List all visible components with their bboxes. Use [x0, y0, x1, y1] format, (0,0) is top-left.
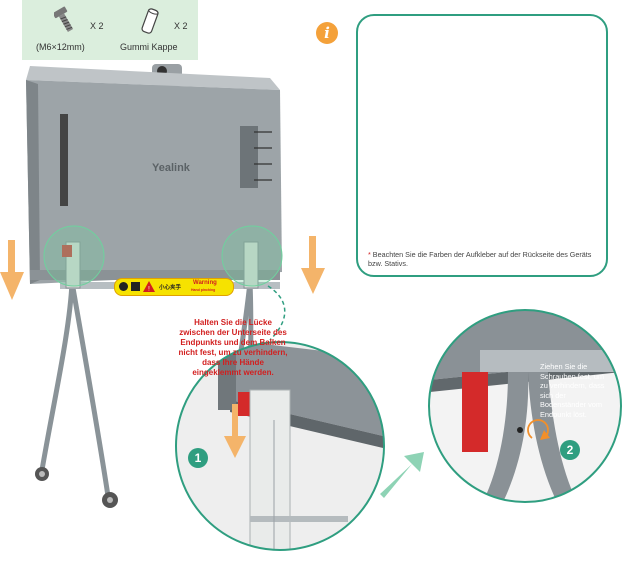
warning-sticker: ! 小心夹手 Warning Hand pinching	[114, 278, 234, 296]
warning-en: Warning	[193, 280, 217, 286]
highlight-right	[221, 225, 283, 287]
step-1-badge: 1	[188, 448, 208, 468]
screw-qty: X 2	[90, 21, 104, 31]
screw-label: (M6×12mm)	[36, 42, 85, 52]
info-panel	[356, 14, 608, 277]
tighten-arrow	[527, 419, 549, 439]
stand-post-right	[243, 241, 259, 289]
warning-triangle-icon: !	[143, 281, 155, 292]
diagonal-arrow	[380, 452, 424, 498]
warning-cn: 小心夹手	[159, 285, 182, 291]
caution-text: Halten Sie die Lücke zwischen der Unters…	[178, 318, 288, 377]
screw-icon	[54, 6, 74, 33]
sticker-square-icon	[131, 282, 140, 291]
step-2-instruction: Ziehen Sie die Schrauben fest, um zu ver…	[540, 362, 605, 419]
step-2-badge: 2	[560, 440, 580, 460]
info-icon: i	[316, 22, 338, 44]
note-star: *	[368, 250, 371, 259]
info-note: * Beachten Sie die Farben der Aufkleber …	[368, 250, 596, 268]
note-text: Beachten Sie die Farben der Aufkleber au…	[368, 250, 592, 268]
zoom-view-2	[429, 310, 621, 502]
zoom-leader	[267, 285, 286, 341]
highlight-left	[43, 225, 105, 287]
warning-en-sub: Hand pinching	[191, 288, 216, 292]
caster-wheels	[35, 467, 118, 508]
display-back	[26, 66, 282, 284]
rubber-cap-icon	[141, 8, 159, 34]
svg-text:!: !	[148, 287, 150, 293]
down-arrows	[0, 236, 325, 300]
parts-list: X 2 (M6×12mm) X 2 Gummi Kappe	[22, 0, 198, 60]
red-sticker	[62, 245, 72, 257]
hand-icon	[119, 282, 128, 291]
cap-label: Gummi Kappe	[120, 42, 178, 52]
cap-qty: X 2	[174, 21, 188, 31]
zoom1-down-arrow	[224, 404, 246, 458]
brand-logo: Yealink	[152, 162, 190, 174]
zoom-view-1	[176, 342, 384, 550]
